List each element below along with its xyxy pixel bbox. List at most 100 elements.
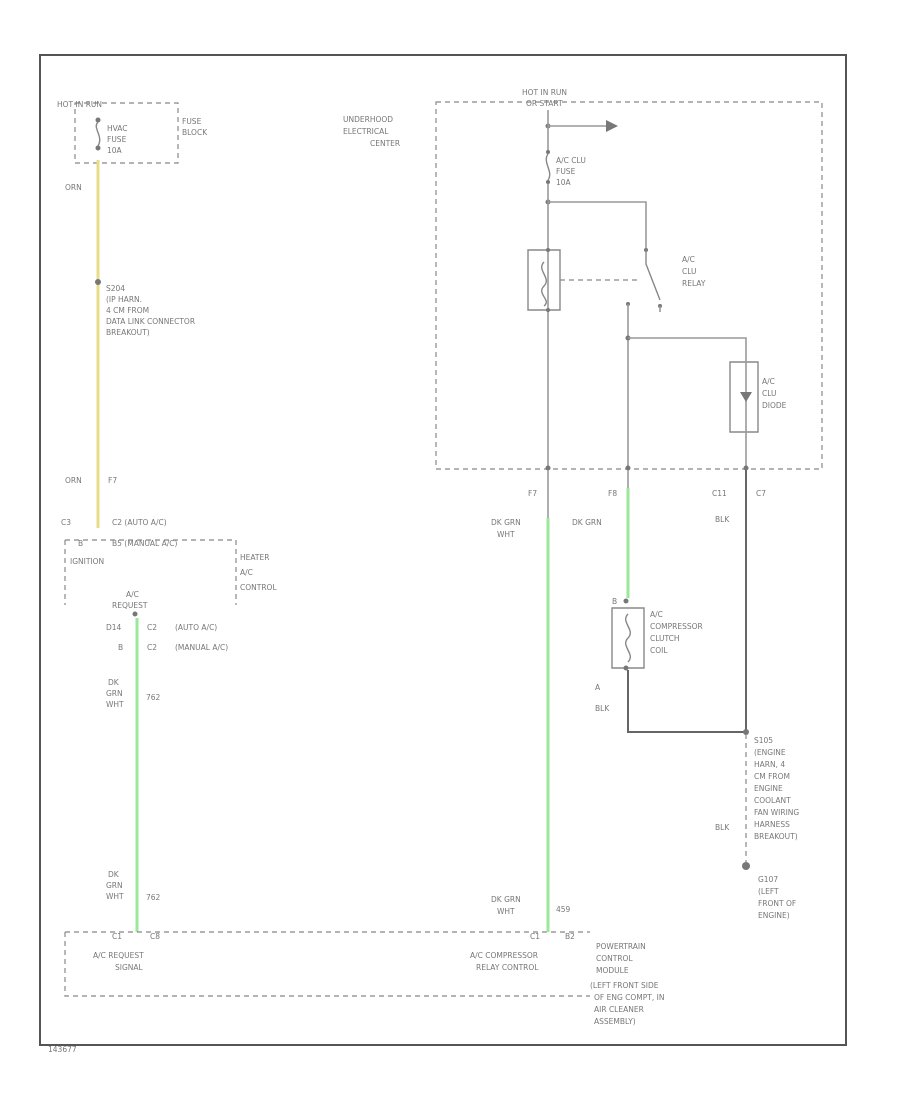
request-wire-label-upper: DK GRN WHT 762	[106, 678, 161, 709]
svg-text:ENGINE): ENGINE)	[758, 911, 790, 920]
ac-clutch-diode: A/C CLU DIODE	[729, 360, 787, 468]
diode-box	[729, 361, 759, 433]
underhood-label-3: CENTER	[370, 139, 400, 148]
clu-fuse-terminal-top	[546, 150, 550, 154]
pin-c2-auto: C2 (AUTO A/C)	[112, 518, 167, 527]
request-wire-label-lower: DK GRN WHT 762	[106, 870, 161, 902]
svg-text:GRN: GRN	[106, 881, 123, 890]
svg-text:BREAKOUT): BREAKOUT)	[754, 832, 798, 841]
svg-text:4 CM FROM: 4 CM FROM	[106, 306, 149, 315]
relay-coil-icon	[541, 261, 547, 307]
relay-label-1: A/C	[682, 255, 695, 264]
fuse-terminal-bottom	[95, 145, 101, 151]
pcm-location-3: AIR CLEANER	[594, 1005, 644, 1014]
pin-b-ignition: B	[78, 539, 83, 548]
relay-label-3: RELAY	[682, 279, 706, 288]
clutch-label-2: COMPRESSOR	[650, 622, 703, 631]
hvac-fuse-rating: 10A	[107, 146, 123, 155]
underhood-outline	[435, 101, 823, 470]
svg-text:COOLANT: COOLANT	[754, 796, 791, 805]
hvac-module-outline-top	[65, 539, 237, 605]
relay-ctrl-label-upper-1: DK GRN	[491, 518, 521, 527]
clu-fuse-label-2: FUSE	[556, 167, 576, 176]
svg-text:CM FROM: CM FROM	[754, 772, 790, 781]
manual-ac-label: (MANUAL A/C)	[175, 643, 228, 652]
pin-c3: C3	[61, 518, 71, 527]
clutch-pin-a-dot	[623, 665, 629, 671]
pcm-location-2: OF ENG COMPT, IN	[594, 993, 664, 1002]
pin-d14: D14	[106, 623, 122, 632]
diode-ground-label: BLK	[715, 515, 730, 524]
ground-g107-label: G107 (LEFT FRONT OF ENGINE)	[758, 875, 796, 920]
pcm-location-4: ASSEMBLY)	[594, 1017, 636, 1026]
svg-text:DK: DK	[108, 870, 120, 879]
ac-request-signal-2: SIGNAL	[115, 963, 144, 972]
hvac-fuse-name: HVAC	[107, 124, 128, 133]
relay-control-2: RELAY CONTROL	[476, 963, 539, 972]
fuse-terminal-top	[95, 117, 101, 123]
clu-fuse-label-3: 10A	[556, 178, 572, 187]
hvac-fuse-icon	[95, 121, 101, 147]
ac-clutch-relay: A/C CLU RELAY	[527, 248, 706, 312]
clutch-coil-icon	[625, 613, 631, 663]
pin-b5-manual: B5 (MANUAL A/C)	[112, 539, 178, 548]
svg-text:ENGINE: ENGINE	[754, 784, 783, 793]
pcm-pin-c1-left: C1	[112, 932, 122, 941]
figure-code: 143677	[48, 1045, 77, 1054]
svg-text:(ENGINE: (ENGINE	[754, 748, 786, 757]
clutch-pin-a: A	[595, 683, 601, 692]
ac-request-label-1: A/C	[126, 590, 139, 599]
relay-label-2: CLU	[682, 267, 697, 276]
hvac-module-name-1: HEATER	[240, 553, 269, 562]
svg-text:G107: G107	[758, 875, 778, 884]
svg-text:BREAKOUT): BREAKOUT)	[106, 328, 150, 337]
clutch-ground-wire	[627, 670, 746, 733]
diode-label-2: CLU	[762, 389, 777, 398]
svg-text:HARNESS: HARNESS	[754, 820, 790, 829]
underhood-electrical-center: UNDERHOOD ELECTRICAL CENTER HOT IN RUN O…	[343, 88, 823, 471]
svg-text:DATA LINK CONNECTOR: DATA LINK CONNECTOR	[106, 317, 195, 326]
diagram-border	[39, 54, 847, 1046]
splice-s105-dot	[743, 729, 749, 735]
diode-icon	[740, 392, 752, 402]
relay-coil-box	[527, 249, 561, 311]
hvac-module-name-2: A/C	[240, 568, 253, 577]
svg-text:FRONT OF: FRONT OF	[758, 899, 796, 908]
pcm-pin-c8-left: C8	[150, 932, 160, 941]
svg-text:DK: DK	[108, 678, 120, 687]
underhood-label-2: ELECTRICAL	[343, 127, 389, 136]
relay-ctrl-label-lower-2: WHT	[497, 907, 515, 916]
clutch-box	[611, 607, 645, 669]
diode-feed-wire	[628, 337, 747, 360]
svg-text:(IP HARN.: (IP HARN.	[106, 295, 142, 304]
svg-text:HARN, 4: HARN, 4	[754, 760, 785, 769]
clutch-pin-b-dot	[623, 598, 629, 604]
clu-fuse-label-1: A/C CLU	[556, 156, 586, 165]
relay-ctrl-label-lower-1: DK GRN	[491, 895, 521, 904]
pcm-name-3: MODULE	[596, 966, 629, 975]
orn-wire-label-upper: ORN	[65, 183, 82, 192]
diode-label-3: DIODE	[762, 401, 787, 410]
clutch-label-4: COIL	[650, 646, 668, 655]
pcm-name-1: POWERTRAIN	[596, 942, 646, 951]
hot-run-start-1: HOT IN RUN	[522, 88, 567, 97]
uec-pin-f8-dot	[625, 465, 631, 471]
relay-ctrl-circuit: 459	[556, 905, 571, 914]
clutch-feed-label: DK GRN	[572, 518, 602, 527]
relay-switch-feed-wire	[548, 201, 647, 248]
uec-pin-c11-dot	[743, 465, 749, 471]
relay-ctrl-label-upper-2: WHT	[497, 530, 515, 539]
svg-text:FAN WIRING: FAN WIRING	[754, 808, 799, 817]
svg-text:762: 762	[146, 693, 161, 702]
ac-request-label-2: REQUEST	[112, 601, 148, 610]
auto-ac-label: (AUTO A/C)	[175, 623, 217, 632]
underhood-label-1: UNDERHOOD	[343, 115, 393, 124]
orn-wire-label-lower: ORN	[65, 476, 82, 485]
pcm-pin-b2-right: B2	[565, 932, 575, 941]
svg-text:S204: S204	[106, 284, 125, 293]
ac-request-terminal	[132, 611, 138, 617]
pcm-outline	[64, 931, 590, 997]
clutch-ground-label: BLK	[595, 704, 610, 713]
splice-s204-label: S204 (IP HARN. 4 CM FROM DATA LINK CONNE…	[106, 284, 195, 337]
heater-ac-control: C3 C2 (AUTO A/C) B B5 (MANUAL A/C) IGNIT…	[61, 518, 277, 652]
